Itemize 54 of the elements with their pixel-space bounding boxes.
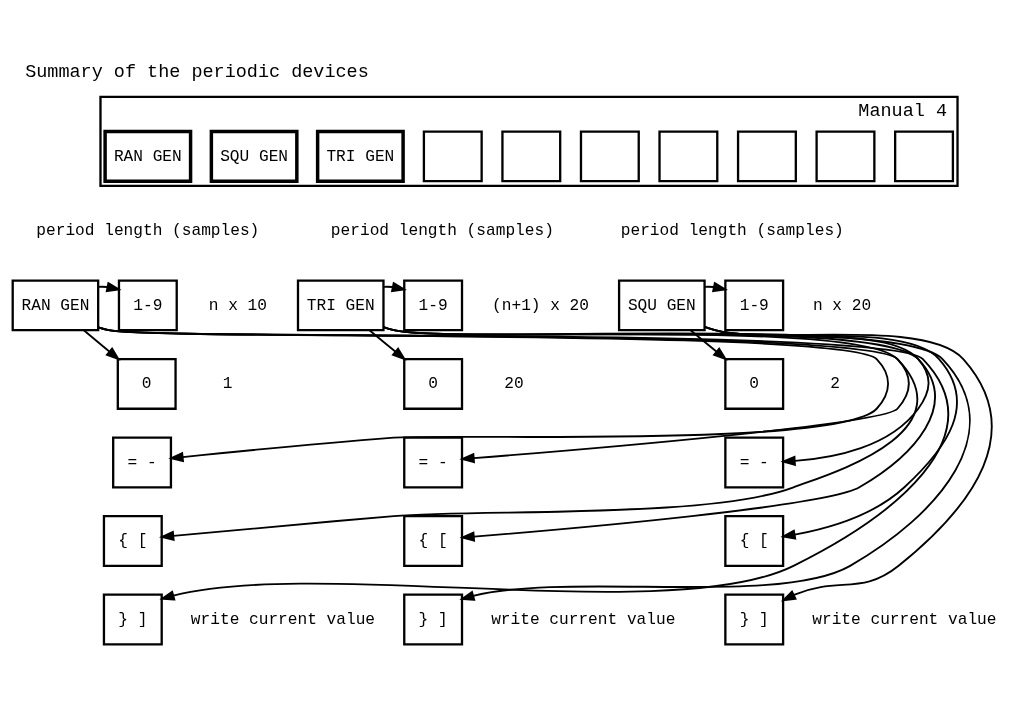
node-label: (n+1) x 20 — [492, 296, 590, 315]
node-box: = - — [403, 436, 464, 489]
node-box: SQU GEN — [617, 279, 706, 332]
node-box: { [ — [724, 515, 785, 567]
node-box: 1-9 — [403, 279, 464, 332]
arrow — [703, 281, 728, 293]
diagram-title: Summary of the periodic devices — [25, 62, 369, 84]
arrow — [368, 329, 407, 361]
node-label: 2 — [830, 375, 840, 394]
node-box: 1-9 — [724, 279, 785, 332]
node-label: write current value — [190, 610, 376, 629]
label: period length (samples) — [620, 222, 844, 241]
arrow — [97, 326, 949, 601]
arrow — [382, 326, 936, 542]
node-box: RAN GEN — [11, 279, 100, 332]
node-box: } ] — [724, 593, 785, 646]
node-label: write current value — [812, 610, 997, 629]
node-box: 0 — [403, 357, 464, 410]
arrow — [382, 326, 971, 601]
node-label: 20 — [504, 375, 524, 394]
node-box: RAN GEN — [103, 129, 193, 183]
node-box: } ] — [403, 593, 464, 646]
arrow — [689, 329, 728, 361]
node-box: 0 — [724, 357, 785, 410]
node-box: 1-9 — [117, 279, 178, 332]
node-box: SQU GEN — [209, 129, 299, 183]
node-label: 1 — [222, 375, 233, 394]
node-box — [894, 130, 955, 183]
node-label: write current value — [491, 610, 676, 629]
node-box: TRI GEN — [296, 279, 385, 332]
arrow — [382, 281, 407, 293]
node-box — [815, 130, 876, 183]
node-box: = - — [724, 436, 785, 489]
arrow — [703, 326, 993, 602]
node-box — [422, 130, 483, 183]
node-box: = - — [112, 436, 173, 489]
node-box: TRI GEN — [315, 129, 405, 183]
label: period length (samples) — [330, 222, 554, 241]
node-box — [579, 130, 640, 183]
label: period length (samples) — [36, 222, 260, 241]
arrow — [382, 326, 910, 464]
node-box: } ] — [102, 593, 163, 646]
arrow — [97, 281, 122, 293]
arrow — [703, 325, 958, 540]
node-box — [658, 130, 719, 183]
node-label: n x 10 — [208, 296, 268, 315]
node-box: { [ — [102, 515, 163, 567]
arrow — [703, 325, 930, 467]
node-box — [736, 130, 797, 183]
node-box: { [ — [403, 515, 464, 567]
arrow — [82, 329, 121, 361]
node-label: n x 20 — [812, 296, 872, 315]
node-box — [501, 130, 562, 183]
node-box: 0 — [116, 357, 177, 410]
